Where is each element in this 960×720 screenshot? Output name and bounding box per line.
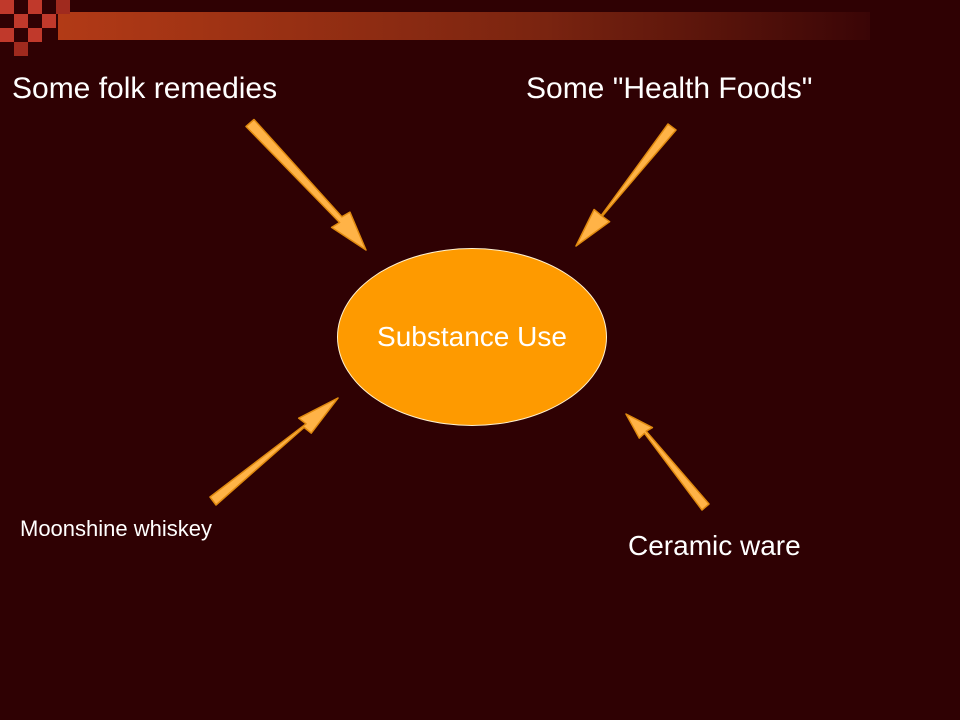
title-decoration (0, 0, 870, 56)
title-gradient-bar (58, 12, 870, 40)
deco-square (28, 28, 42, 42)
arrow-from-folk-remedies (245, 118, 367, 251)
arrow-from-moonshine (209, 397, 339, 506)
center-node-label: Substance Use (377, 321, 567, 352)
source-label-health-foods: Some "Health Foods" (526, 72, 813, 105)
source-label-folk-remedies: Some folk remedies (12, 72, 278, 105)
substance-use-node: Substance Use (337, 248, 607, 426)
deco-square (14, 42, 28, 56)
arrow-from-health-foods (575, 123, 677, 247)
deco-square (0, 0, 14, 14)
deco-square (56, 0, 70, 14)
source-label-moonshine: Moonshine whiskey (20, 516, 212, 541)
source-label-ceramic-ware: Ceramic ware (628, 530, 801, 561)
deco-square (42, 14, 56, 28)
deco-square (0, 28, 14, 42)
deco-square (28, 0, 42, 14)
deco-square (14, 14, 28, 28)
arrow-from-ceramic-ware (625, 413, 710, 511)
